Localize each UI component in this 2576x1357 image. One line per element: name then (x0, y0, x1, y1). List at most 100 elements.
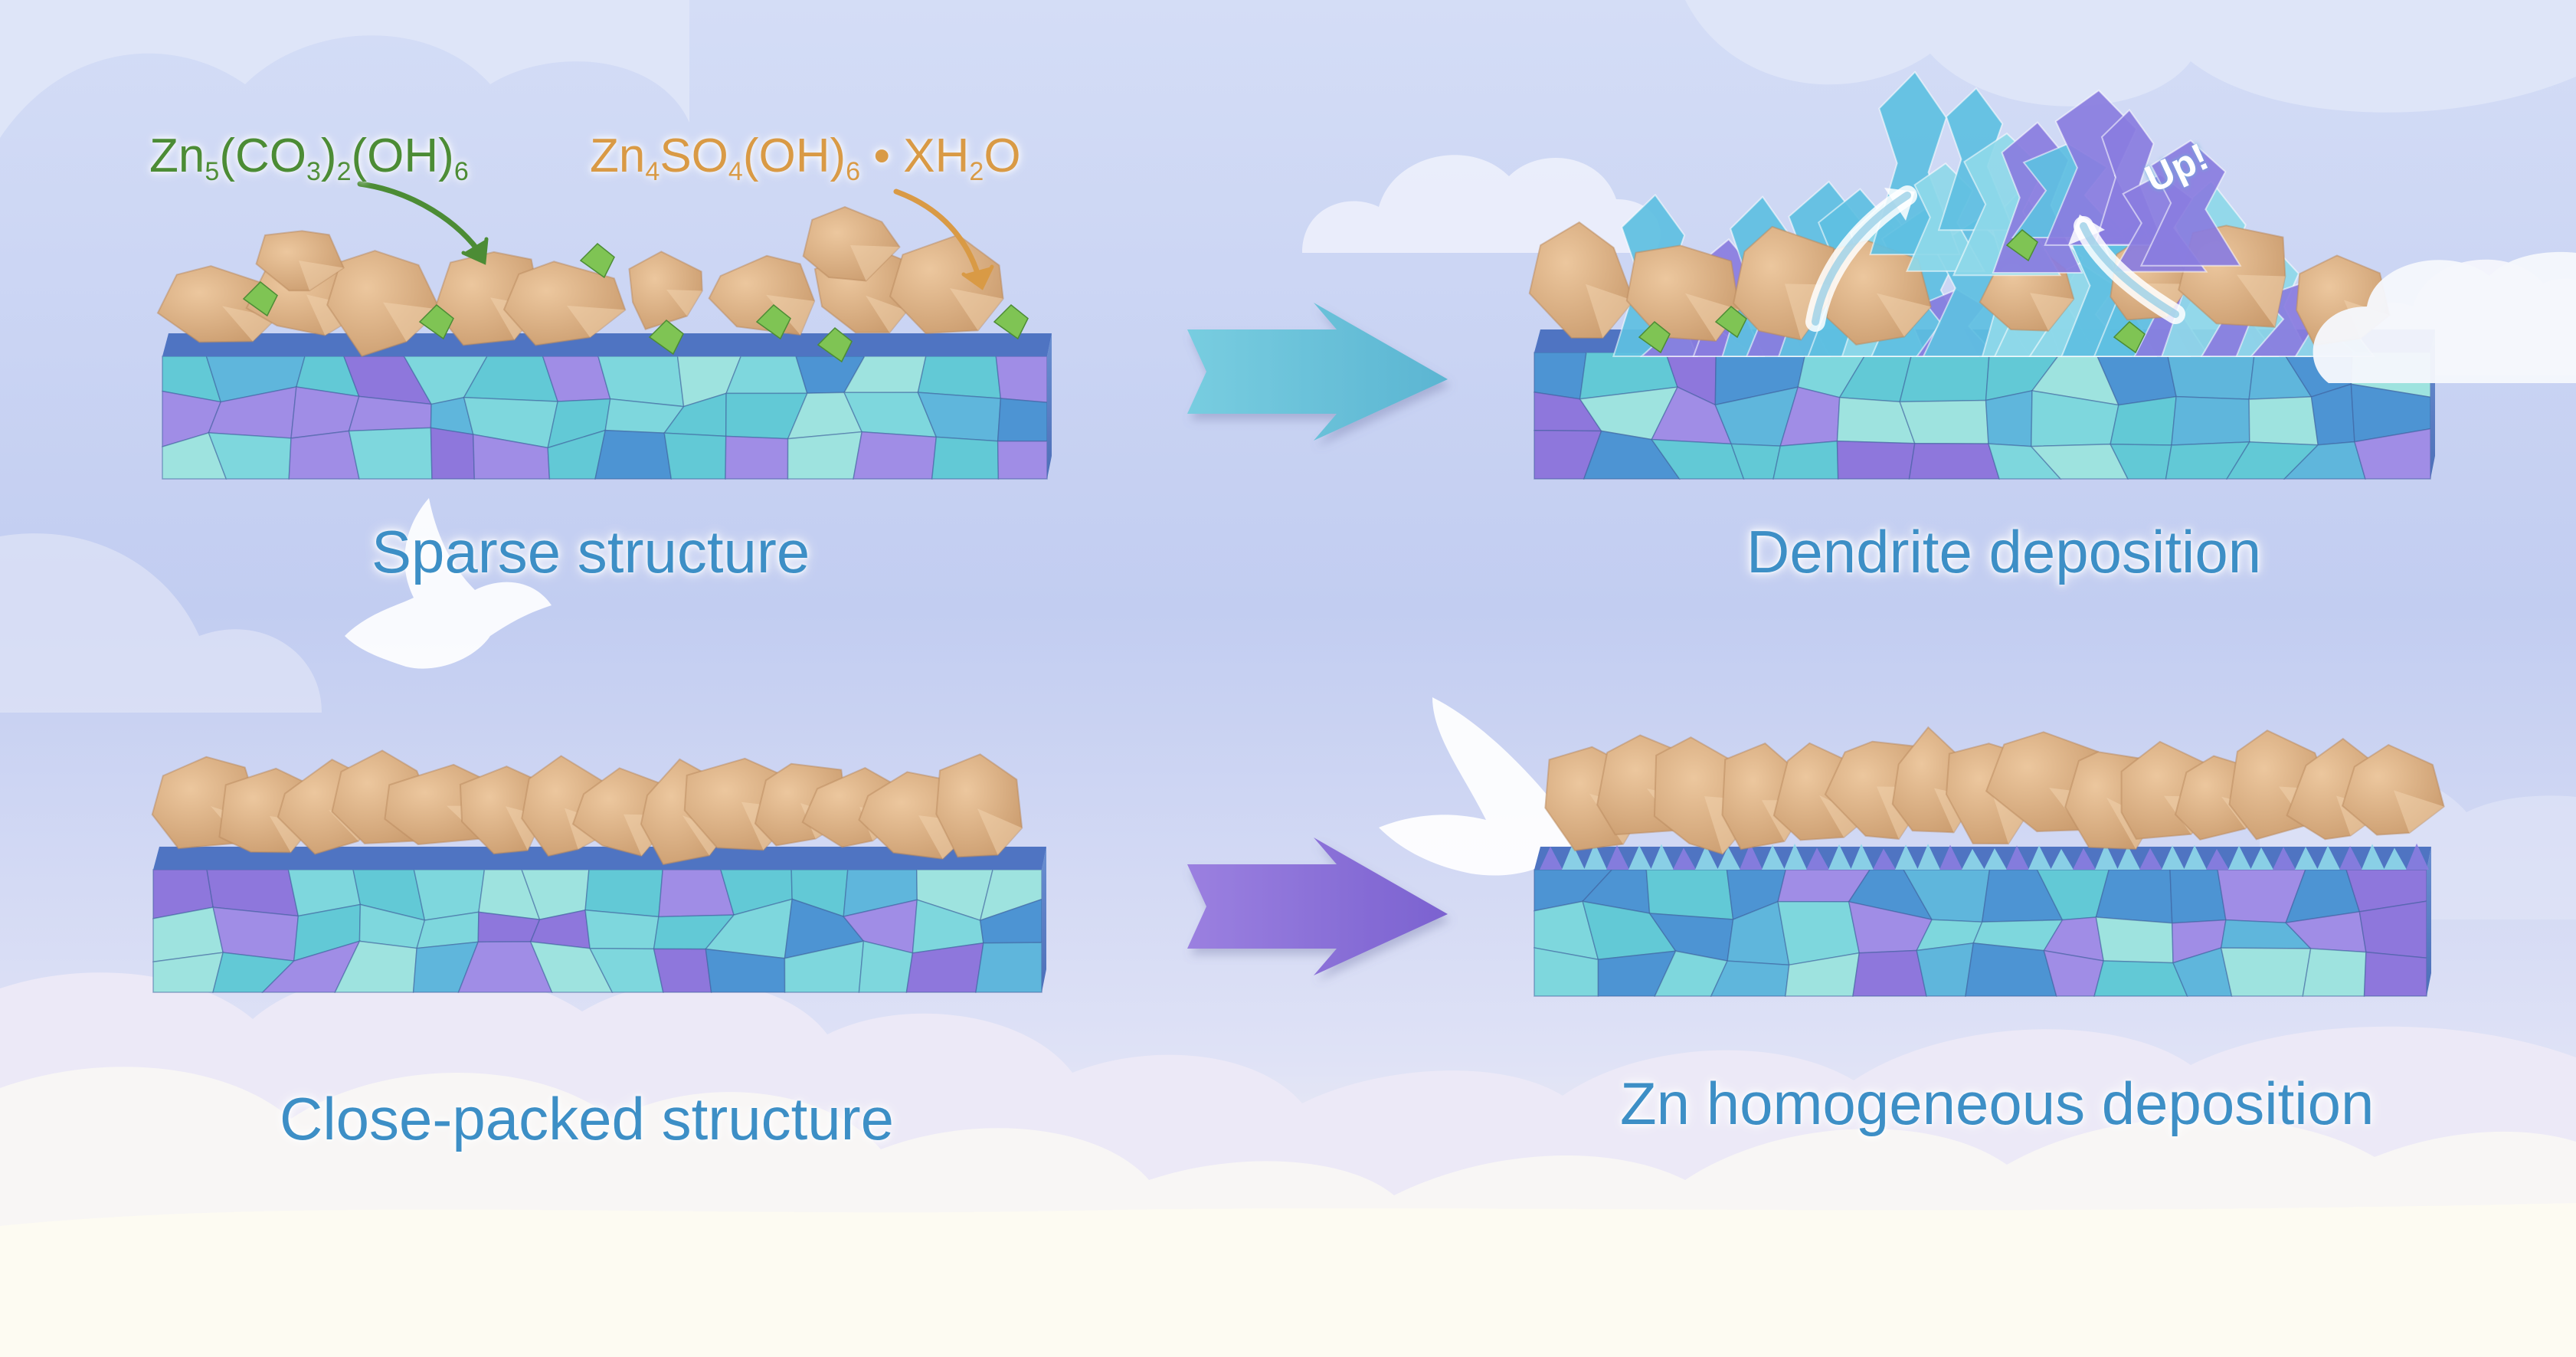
zn-uniform-layer (1962, 848, 1985, 870)
zn-grain (584, 909, 660, 950)
carbonate-particle (242, 280, 278, 317)
formula-part: SO (660, 129, 728, 182)
carbonate-particle (755, 303, 791, 340)
zn-grain (997, 440, 1048, 480)
formula-part: Zn (590, 129, 646, 182)
particle-facet (383, 302, 440, 342)
formula-part: Zn (149, 129, 205, 182)
zn-uniform-layer (2406, 843, 2429, 870)
zn-uniform-layer (1851, 844, 1874, 870)
zn-dendrite (2139, 139, 2242, 267)
carbonate-particle (2113, 320, 2146, 354)
zn-slab-top (162, 333, 1052, 356)
zn-uniform-layer (2273, 847, 2296, 870)
zn-uniform-layer (1628, 845, 1651, 870)
zn-grain (1985, 390, 2033, 447)
zn-uniform-layer (1740, 843, 1763, 870)
zn-grain (995, 356, 1048, 404)
zn-grain (2169, 869, 2227, 924)
carbonate-particle (1714, 305, 1747, 339)
zn-uniform-layer (1717, 846, 1740, 870)
zn-uniform-layer (2339, 845, 2362, 870)
zn-grain (288, 430, 360, 480)
particle-facet (1586, 284, 1634, 339)
formula-part: • XH (860, 129, 970, 182)
carbonate-particle (993, 303, 1029, 340)
particle-facet (866, 295, 908, 333)
particle-facet (950, 288, 1003, 331)
zn-grain (2363, 951, 2427, 997)
cloud-icon (2313, 251, 2576, 383)
zn-grain (430, 427, 476, 480)
zn-grain (787, 431, 863, 480)
zn-uniform-layer (2073, 847, 2096, 870)
zn-uniform-layer (1651, 844, 1674, 870)
zn-uniform-layer (2028, 845, 2051, 870)
particle-facet (2394, 790, 2444, 834)
curved-arrow-icon (1805, 185, 1917, 332)
zn-grain (917, 356, 1002, 399)
zn-grain (1852, 949, 1927, 997)
zn-uniform-layer (2250, 847, 2273, 870)
particle-facet (766, 294, 815, 335)
zn-uniform-layer (1917, 844, 1940, 870)
caption-close-packed-structure: Close-packed structure (280, 1085, 895, 1152)
zn-grain (1908, 443, 2001, 480)
formula-part: (CO (219, 129, 306, 182)
zn-uniform-layer (1806, 847, 1829, 870)
zn-grain (1965, 942, 2057, 997)
carbonate-particle (2005, 228, 2038, 262)
zn-slab-top (153, 847, 1046, 870)
formula-part: O (984, 129, 1021, 182)
zn-grain (2095, 916, 2174, 964)
zn-grain (1899, 399, 1989, 444)
particle-facet (567, 305, 626, 338)
zn-grain (725, 356, 808, 395)
zn-uniform-layer (1984, 847, 2007, 870)
zn-grain (1772, 440, 1839, 480)
carbonate-particle (418, 303, 454, 340)
curved-arrow-icon (357, 181, 489, 265)
arrow-right-icon (1187, 303, 1448, 441)
zn-grain (2093, 960, 2188, 997)
zn-uniform-layer (1762, 844, 1785, 870)
caption-zn-homogeneous-deposition: Zn homogeneous deposition (1620, 1070, 2375, 1137)
zn-grain (2302, 948, 2367, 997)
arrow-right-icon (1187, 837, 1448, 975)
zn-grain (997, 398, 1048, 442)
zn-grain (594, 429, 673, 480)
formula-subscript: 6 (453, 156, 469, 186)
formula-subscript: 2 (969, 156, 984, 186)
bird-icon (345, 498, 552, 669)
zn-uniform-layer (1540, 846, 1563, 870)
formula-subscript: 4 (645, 156, 660, 186)
zn-slab-side (1047, 333, 1052, 479)
formula-part: ) (320, 129, 337, 182)
zn-uniform-layer (2162, 845, 2185, 870)
particle-facet (2237, 274, 2286, 327)
formula-subscript: 2 (336, 156, 352, 186)
particle-facet (977, 808, 1023, 855)
formula-subscript: 6 (846, 156, 861, 186)
zn-grain (2095, 869, 2173, 924)
zn-grain (725, 435, 789, 480)
zn-grain (1899, 352, 1990, 403)
zn-uniform-layer (2206, 848, 2229, 870)
formula-part: (OH) (742, 129, 846, 182)
zn-grain (931, 436, 1000, 480)
zn-uniform-layer (1873, 848, 1896, 870)
zn-uniform-layer (1562, 844, 1585, 870)
zn-grain (2220, 947, 2312, 997)
particle-facet (850, 245, 900, 281)
cloud-bank (0, 969, 2576, 1357)
zn-uniform-layer (2362, 844, 2385, 870)
zn-uniform-layer (1695, 845, 1718, 870)
zn-grain (853, 431, 938, 480)
zn-slab-side (1042, 847, 1046, 992)
zn-grain (975, 942, 1043, 993)
zn-uniform-layer (2184, 844, 2207, 870)
particle-facet (1877, 293, 1931, 337)
carbonate-particle (648, 319, 684, 356)
particle-facet (299, 261, 344, 291)
